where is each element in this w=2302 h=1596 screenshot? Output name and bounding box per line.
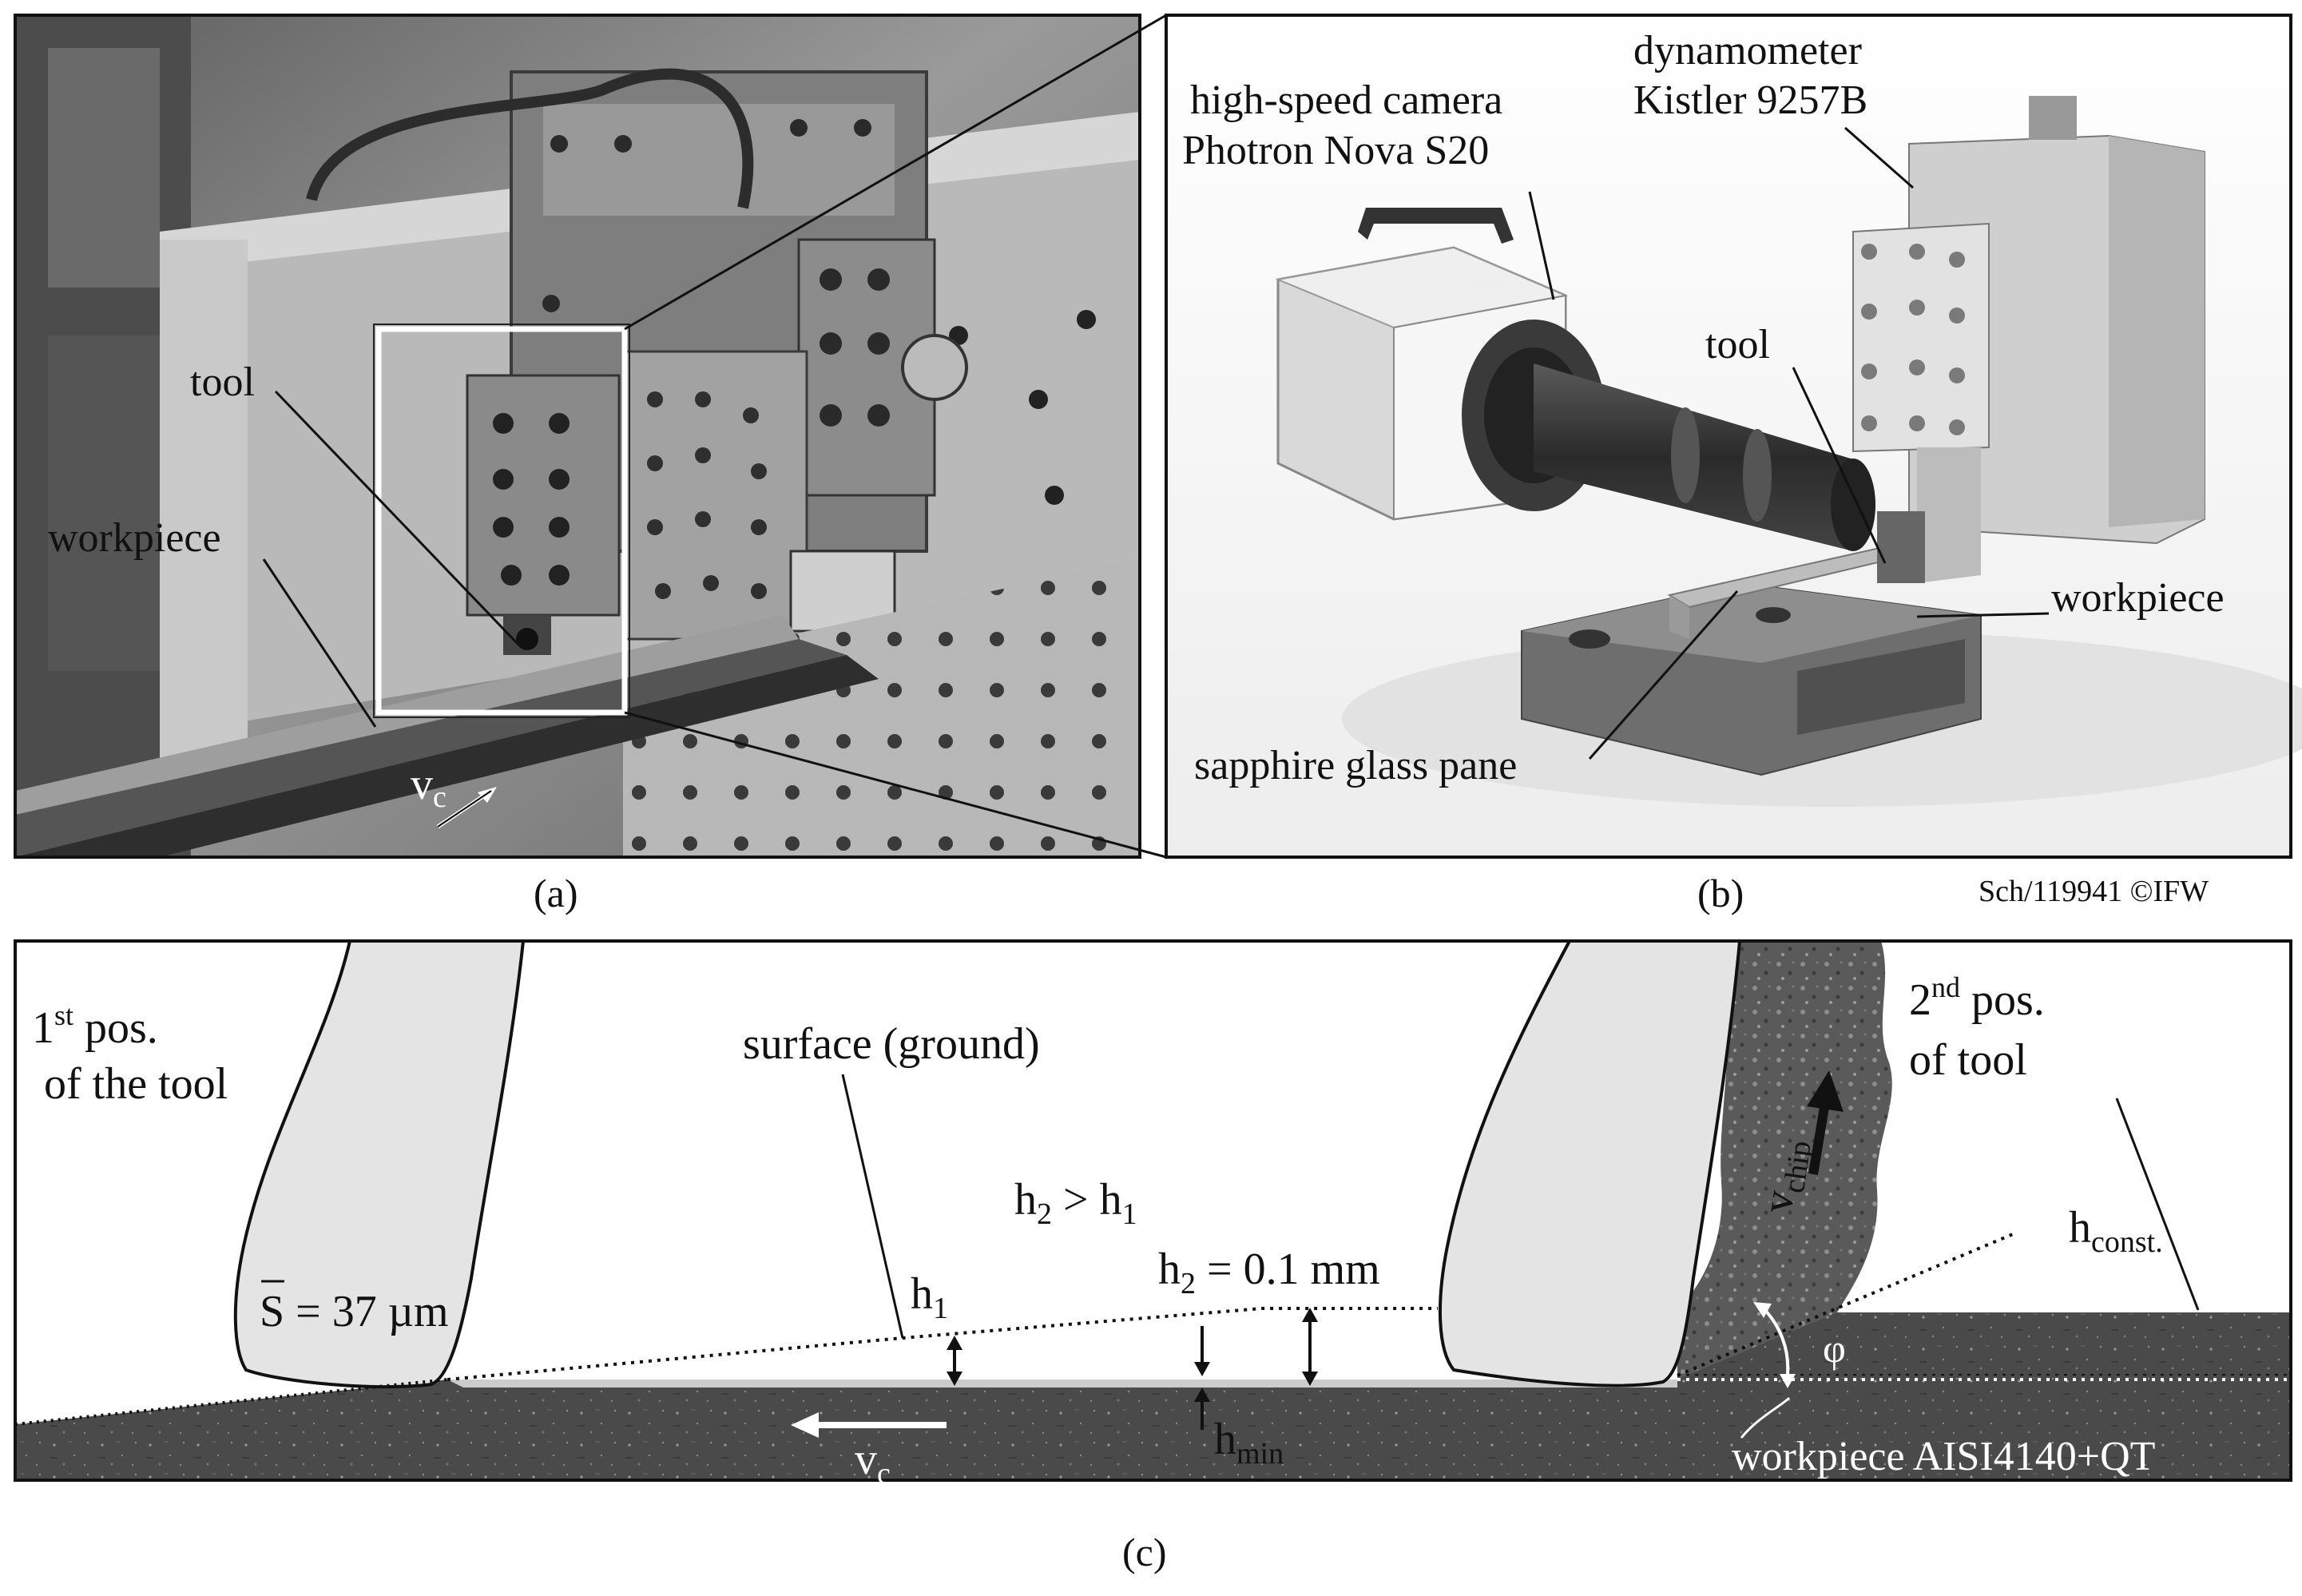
hmin-label: hmin: [1214, 1415, 1284, 1471]
camera-leader: [1528, 191, 1555, 300]
camera-brand-label: Photron: [1462, 277, 1506, 291]
dynamometer-label-line2: Kistler 9257B: [1633, 77, 1867, 123]
pos1-label-line2: of the tool: [44, 1059, 228, 1109]
panel-c-schematic: [14, 939, 2291, 1480]
credit-label: Sch/119941 ©IFW: [1979, 875, 2209, 908]
pos1-label-line1: 1st pos.: [32, 999, 158, 1053]
surface-label: surface (ground): [743, 1019, 1040, 1069]
phi-label: φ: [1823, 1326, 1846, 1371]
tool-leader-a: [274, 390, 521, 647]
glass-leader: [1588, 590, 1739, 760]
workpiece-leader-b: [1916, 612, 2050, 618]
caption-c: (c): [1122, 1530, 1167, 1574]
s-value-label: S = 37 µm: [260, 1287, 449, 1336]
workpiece-label-b: workpiece: [2051, 575, 2225, 621]
workpiece-label-c: workpiece AISI4140+QT: [1732, 1434, 2155, 1479]
glass-label: sapphire glass pane: [1194, 743, 1517, 788]
caption-a: (a): [534, 871, 578, 915]
panel-a-frame: [14, 14, 1141, 859]
tool-label-a: tool: [190, 359, 255, 405]
hconst-label: hconst.: [2069, 1203, 2163, 1259]
camera-label-line2: Photron Nova S20: [1182, 128, 1489, 173]
dynamometer-leader: [1844, 126, 1914, 189]
h2-value-label: h2 = 0.1 mm: [1158, 1245, 1380, 1300]
pos2-label-line1: 2nd pos.: [1909, 971, 2045, 1025]
h1-label: h1: [911, 1269, 948, 1325]
vc-label-c: vc: [855, 1435, 891, 1491]
panel-b-frame: [1165, 14, 2292, 859]
zoom-connector-bottom: [624, 711, 1167, 859]
dynamometer-label-line1: dynamometer: [1633, 28, 1862, 73]
workpiece-label-a: workpiece: [48, 515, 221, 561]
workpiece-leader-a: [262, 558, 377, 728]
vc-label-a: vc: [411, 760, 447, 814]
caption-b: (b): [1697, 871, 1744, 915]
pos2-label-line2: of tool: [1909, 1035, 2027, 1085]
camera-label-line1: high-speed camera: [1190, 77, 1502, 123]
tool-label-b: tool: [1705, 322, 1770, 367]
h-comparison-label: h2 > h1: [1014, 1175, 1137, 1231]
panel-b-render: Photron: [1166, 15, 2302, 857]
panel-c-frame: [14, 939, 2292, 1482]
tool-leader-b: [1792, 367, 1887, 564]
vc-arrowhead-a: [478, 787, 497, 803]
panel-a-photo: [15, 15, 1140, 857]
zoom-connector-top: [624, 14, 1167, 331]
